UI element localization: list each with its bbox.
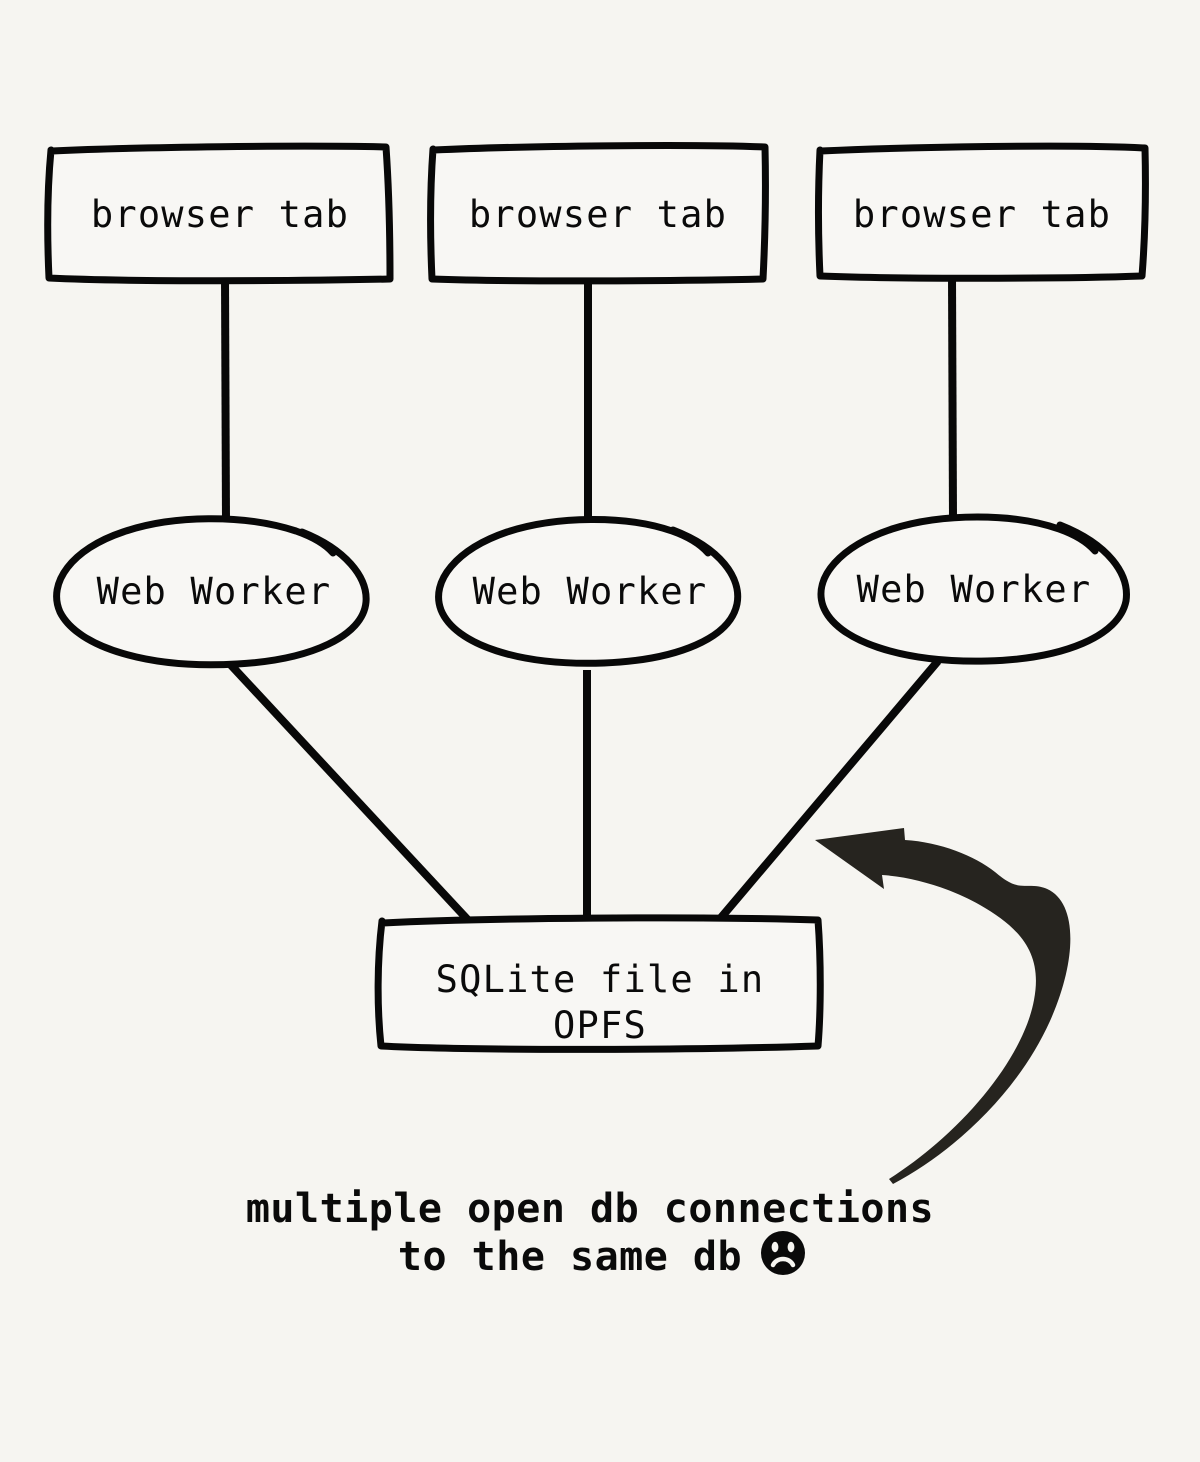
web-worker-ellipse-2[interactable]: Web Worker — [435, 516, 742, 667]
sqlite-opfs-label-line1: SQLite file in — [436, 958, 765, 1001]
web-worker-ellipse-1-outline — [53, 515, 370, 669]
web-worker-ellipse-1[interactable]: Web Worker — [53, 515, 370, 669]
edge-tab1-worker1 — [221, 276, 230, 525]
edge-worker1-storage — [226, 660, 471, 923]
browser-tab-box-1-outline — [44, 142, 394, 285]
web-worker-label-3: Web Worker — [857, 568, 1092, 611]
caption-line-1: multiple open db connections — [246, 1186, 934, 1232]
web-worker-ellipse-2-outline — [435, 516, 742, 667]
frowning-face-mouth — [770, 1256, 796, 1268]
browser-tab-box-2-fill — [431, 145, 766, 280]
browser-tab-label-1: browser tab — [91, 193, 349, 236]
browser-tab-label-3: browser tab — [853, 193, 1111, 236]
sqlite-opfs-label-line2: OPFS — [553, 1004, 647, 1047]
callout-arrowhead-barb — [816, 829, 904, 841]
web-worker-ellipse-2-fill — [440, 521, 736, 663]
web-worker-ellipse-3-outline — [817, 513, 1130, 665]
web-worker-label-1: Web Worker — [97, 570, 332, 613]
sqlite-opfs-box-outline — [374, 914, 824, 1053]
browser-tab-box-2[interactable]: browser tab — [427, 142, 769, 285]
browser-tab-box-1[interactable]: browser tab — [44, 142, 394, 285]
browser-tab-box-3[interactable]: browser tab — [815, 142, 1149, 282]
frowning-face-eye-right — [787, 1241, 795, 1253]
web-worker-ellipse-1-fill — [57, 520, 367, 664]
caption-line-2: to the same db — [398, 1234, 742, 1280]
browser-tab-box-3-outline — [815, 142, 1149, 282]
web-worker-label-2: Web Worker — [473, 570, 708, 613]
edges-tab-to-worker — [221, 276, 957, 525]
web-worker-ellipse-3-fill — [822, 520, 1126, 660]
sqlite-opfs-box[interactable]: SQLite file in OPFS — [374, 914, 824, 1053]
edge-worker3-storage — [715, 658, 942, 923]
browser-tab-box-3-fill — [819, 146, 1146, 277]
callout-curved-arrow — [815, 828, 1071, 1184]
sqlite-opfs-box-fill — [380, 918, 820, 1048]
frowning-face-circle — [761, 1231, 805, 1275]
frowning-face-eye-left — [771, 1241, 779, 1253]
callout-arrow-shape — [815, 828, 1071, 1184]
browser-tab-box-2-outline — [427, 142, 769, 285]
edge-tab3-worker3 — [948, 276, 957, 521]
frowning-face-icon — [761, 1231, 805, 1275]
browser-tab-label-2: browser tab — [469, 193, 727, 236]
browser-tab-box-1-fill — [48, 146, 391, 281]
edges-worker-to-storage — [226, 658, 942, 923]
web-worker-ellipse-3[interactable]: Web Worker — [817, 513, 1130, 665]
caption-block: multiple open db connections to the same… — [246, 1186, 934, 1280]
